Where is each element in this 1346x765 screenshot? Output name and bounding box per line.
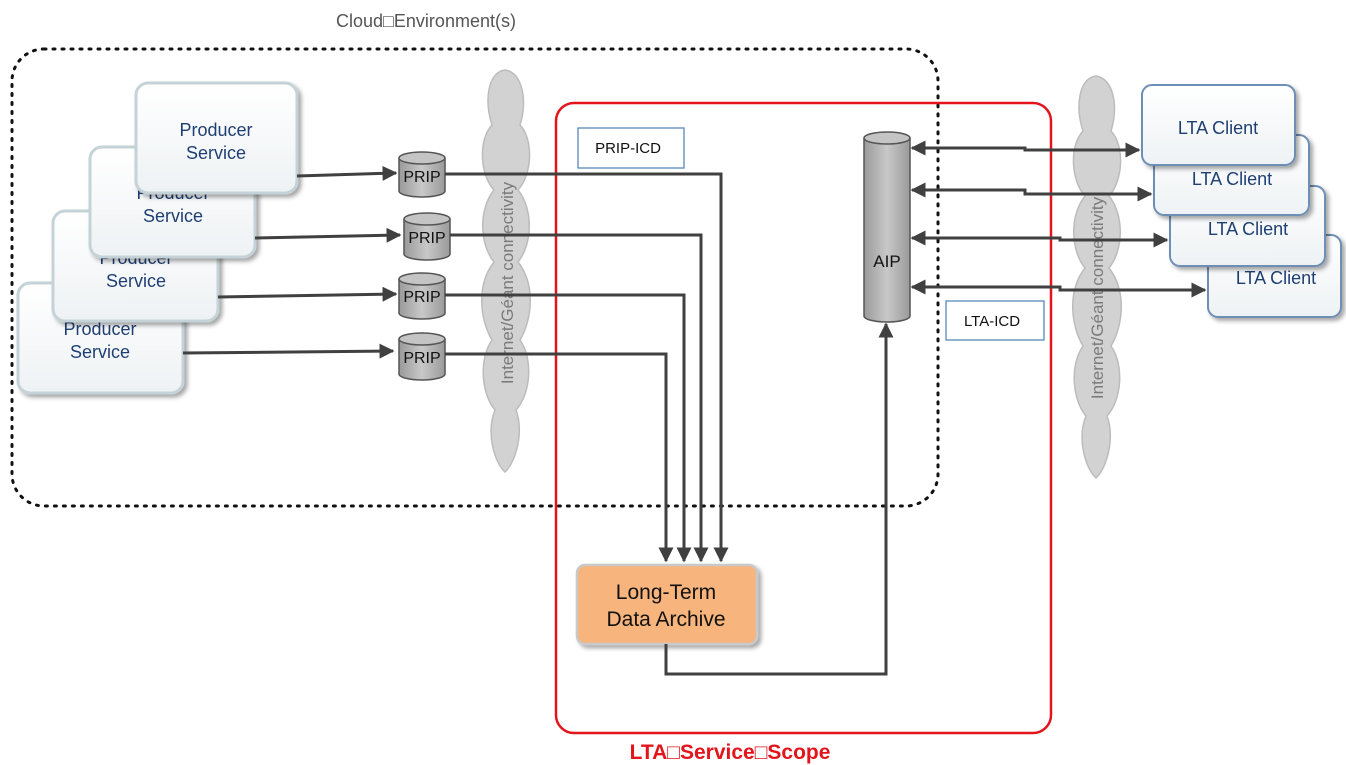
producer-service-title: Producer bbox=[179, 120, 252, 140]
cloud-environment-boundary bbox=[10, 47, 940, 508]
lta-service-scope-label: LTA□Service□Scope bbox=[630, 741, 831, 764]
prip-label: PRIP bbox=[403, 169, 440, 186]
prip-cylinder: PRIP bbox=[398, 151, 446, 198]
prip-to-archive-arrow bbox=[445, 293, 692, 563]
aip-client-arrow bbox=[910, 140, 1141, 158]
internet-connectivity-cloud: Internet/Géant connectivity bbox=[1072, 75, 1122, 480]
lta-client-label: LTA Client bbox=[1208, 219, 1288, 239]
producer-service-subtitle: Service bbox=[143, 206, 203, 226]
connectivity-label: Internet/Géant connectivity bbox=[498, 181, 517, 384]
archive-to-aip-arrow bbox=[664, 322, 894, 676]
lta-service-scope-boundary bbox=[554, 101, 1053, 735]
producer-service-subtitle: Service bbox=[186, 143, 246, 163]
prip-label: PRIP bbox=[408, 230, 445, 247]
producer-to-prip-arrow bbox=[182, 343, 395, 359]
prip-cylinder: PRIP bbox=[403, 212, 451, 261]
prip-to-archive-arrow bbox=[445, 172, 729, 563]
lta-icd-label: LTA-ICD bbox=[964, 313, 1020, 330]
prip-cylinder: PRIP bbox=[398, 332, 446, 381]
archive-title-line2: Data Archive bbox=[606, 608, 725, 631]
producer-to-prip-arrow bbox=[217, 286, 398, 302]
lta-client-box: LTA Client bbox=[1141, 84, 1296, 166]
long-term-data-archive: Long-Term Data Archive bbox=[575, 563, 759, 646]
prip-label: PRIP bbox=[403, 350, 440, 367]
producer-to-prip-arrow bbox=[254, 227, 402, 243]
prip-icd-tag: PRIP-ICD bbox=[577, 127, 685, 169]
lta-icd-tag: LTA-ICD bbox=[945, 300, 1045, 341]
producer-service-subtitle: Service bbox=[70, 342, 130, 362]
aip-client-arrow bbox=[910, 279, 1207, 298]
aip-cylinder: AIP bbox=[863, 131, 911, 323]
lta-client-label: LTA Client bbox=[1178, 118, 1258, 138]
prip-to-archive-arrow bbox=[450, 233, 709, 563]
lta-client-label: LTA Client bbox=[1192, 169, 1272, 189]
prip-to-archive-arrow bbox=[445, 352, 674, 563]
internet-connectivity-cloud: Internet/Géant connectivity bbox=[481, 69, 531, 474]
prip-cylinder: PRIP bbox=[398, 272, 446, 320]
aip-client-arrow bbox=[910, 230, 1169, 248]
archive-title-line1: Long-Term bbox=[616, 581, 716, 604]
aip-label: AIP bbox=[873, 252, 900, 271]
cloud-environment-label: Cloud□Environment(s) bbox=[336, 11, 516, 31]
prip-icd-label: PRIP-ICD bbox=[595, 140, 661, 157]
lta-client-label: LTA Client bbox=[1236, 268, 1316, 288]
aip-client-arrow bbox=[910, 182, 1153, 202]
prip-label: PRIP bbox=[403, 289, 440, 306]
producer-service-title: Producer bbox=[63, 319, 136, 339]
connectivity-label: Internet/Géant connectivity bbox=[1088, 196, 1107, 399]
producer-service-subtitle: Service bbox=[106, 271, 166, 291]
producer-service-box: Producer Service bbox=[134, 81, 299, 195]
producer-to-prip-arrow bbox=[296, 165, 398, 181]
